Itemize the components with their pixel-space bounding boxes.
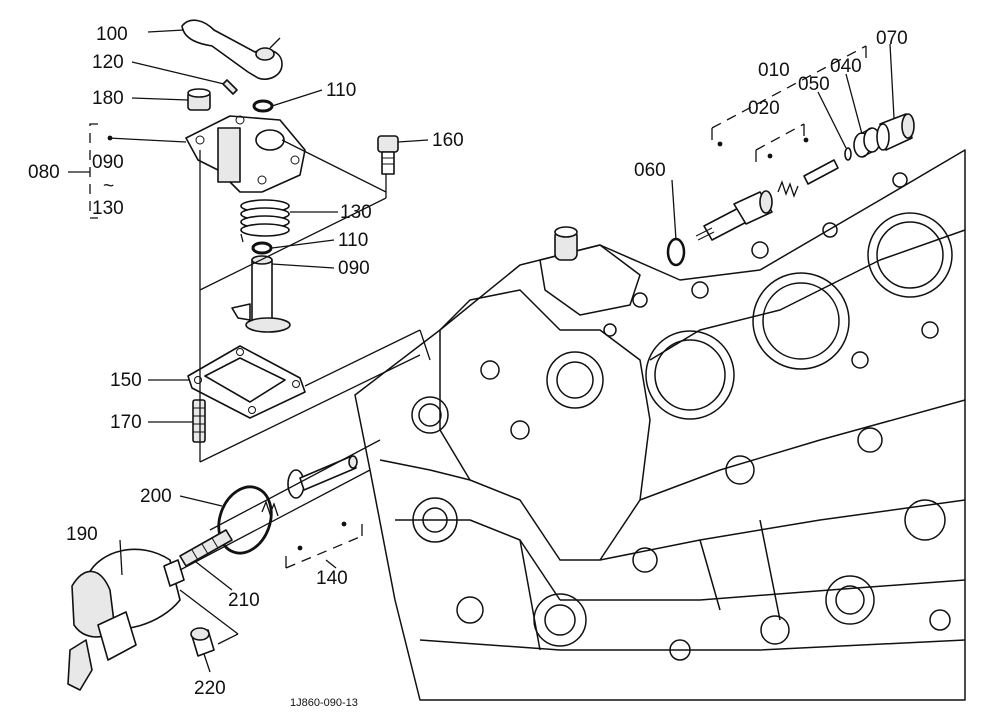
- leader-lines: [68, 29, 895, 673]
- callout-120: 120: [92, 52, 124, 73]
- governor-housing-080: [185, 115, 306, 193]
- o-ring-110-lower: [251, 241, 273, 255]
- o-ring-110-top: [252, 99, 274, 113]
- callout-110-top: 110: [326, 80, 356, 101]
- bracket-010: [711, 45, 867, 140]
- o-ring-200: [217, 485, 273, 555]
- callout-220: 220: [194, 678, 226, 699]
- bushing-220: [190, 627, 215, 657]
- callout-190: 190: [66, 524, 98, 545]
- sleeve-040: [853, 127, 881, 158]
- callout-010: 010: [758, 60, 790, 81]
- spring-020: [777, 180, 799, 198]
- callout-160: 160: [432, 130, 464, 151]
- callout-110-lower: 110: [338, 230, 368, 251]
- callout-050: 050: [798, 74, 830, 95]
- callout-060: 060: [634, 160, 666, 181]
- bracket-020: [755, 123, 805, 162]
- callout-210: 210: [228, 590, 260, 611]
- callout-140: 140: [316, 568, 348, 589]
- plunger-140: [287, 455, 358, 499]
- callout-150: 150: [110, 370, 142, 391]
- callout-090-range-start: 090: [92, 152, 124, 173]
- callout-080: 080: [28, 162, 60, 183]
- drawing-code: 1J860-090-13: [290, 697, 358, 709]
- cap-nut-180: [187, 88, 211, 111]
- pin-120: [222, 79, 238, 95]
- o-ring-050: [844, 147, 852, 161]
- callout-040: 040: [830, 56, 862, 77]
- lever-100: [181, 19, 283, 80]
- callout-020: 020: [748, 98, 780, 119]
- assembly-lines-bottom-left: [179, 439, 381, 645]
- assembly-lines-top-left: [199, 139, 431, 463]
- callout-range-tilde: ~: [103, 176, 114, 197]
- callout-100: 100: [96, 24, 128, 45]
- solenoid-190: [67, 548, 185, 691]
- gasket-150: [187, 345, 306, 419]
- bracket-140: [285, 524, 363, 569]
- stud-210: [179, 529, 233, 567]
- washer-060: [666, 237, 686, 267]
- callout-labels: 100 120 180 110 160 080 090 ~ 130 130 11…: [28, 24, 908, 709]
- stud-170: [192, 399, 206, 443]
- cap-070: [876, 113, 915, 151]
- callout-070: 070: [876, 28, 908, 49]
- callout-dots: [107, 135, 809, 551]
- spring-130: [240, 199, 290, 243]
- callout-130: 130: [340, 202, 372, 223]
- spring-140: [261, 500, 279, 517]
- callout-170: 170: [110, 412, 142, 433]
- callout-180: 180: [92, 88, 124, 109]
- callout-130-range-end: 130: [92, 198, 124, 219]
- shaft-090: [231, 255, 291, 333]
- callout-090: 090: [338, 258, 370, 279]
- adjuster-body-010: [695, 190, 773, 241]
- engine-block: [354, 149, 966, 701]
- bolt-160: [377, 135, 399, 175]
- callout-200: 200: [140, 486, 172, 507]
- plunger-020: [803, 159, 839, 185]
